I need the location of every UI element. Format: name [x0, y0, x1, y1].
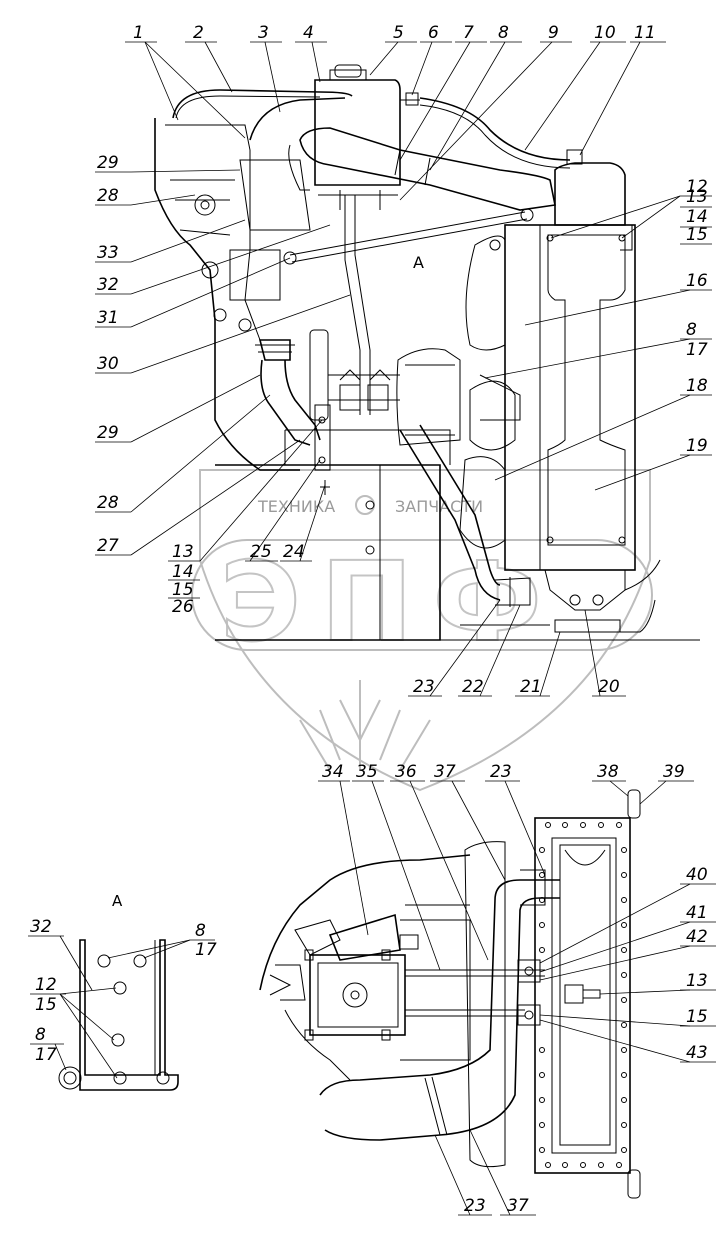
bottom-view-callouts: 34 35 36 37 23 38 39 40 41 42 13 15 [318, 762, 716, 1216]
frame-bracket [215, 404, 700, 641]
callout-15-inset: 15 [35, 995, 57, 1015]
top-callouts: 1 2 3 4 5 6 7 8 9 10 [125, 23, 666, 201]
callout-27: 27 [97, 536, 119, 556]
upper-hoses [172, 89, 571, 415]
callout-15-right: 15 [686, 225, 708, 245]
callout-17-inset-bottom: 17 [35, 1045, 57, 1065]
callout-13-mid: 13 [172, 542, 194, 562]
engine-block [154, 118, 311, 471]
callout-32: 32 [97, 275, 119, 295]
bolt-row-top [545, 822, 622, 828]
callout-28-lower: 28 [97, 493, 119, 513]
callout-12-inset: 12 [35, 975, 57, 995]
callout-37-top: 37 [434, 762, 456, 782]
callout-23-mid: 23 [413, 677, 435, 697]
callout-15-bottom: 15 [686, 1007, 708, 1027]
expansion-tank [314, 64, 420, 210]
right-callouts: 12 13 14 15 16 8 17 18 19 [484, 177, 712, 491]
callout-28-upper: 28 [97, 186, 119, 206]
callout-38: 38 [597, 762, 619, 782]
callout-5: 5 [393, 23, 404, 43]
radiator-upper [504, 149, 661, 633]
callout-16: 16 [686, 271, 708, 291]
callout-13-bottom: 13 [686, 971, 708, 991]
inset-view-a: A 32 8 17 12 15 8 17 [28, 892, 217, 1091]
callout-9: 9 [548, 23, 559, 43]
callout-34: 34 [322, 762, 344, 782]
callout-41: 41 [686, 903, 708, 923]
bolt-row-bottom [545, 1162, 622, 1168]
callout-8-inset-top: 8 [195, 921, 206, 941]
callout-12-right: 12 [686, 177, 708, 197]
callout-8-top: 8 [498, 23, 509, 43]
pump-and-pulley [309, 329, 461, 446]
middle-callouts: 13 14 15 26 25 24 23 22 21 20 [168, 419, 626, 697]
callout-8-inset-bottom: 8 [35, 1025, 46, 1045]
callout-31: 31 [97, 308, 119, 328]
callout-35: 35 [356, 762, 378, 782]
callout-24: 24 [283, 542, 305, 562]
callout-11: 11 [634, 23, 656, 43]
wheat-icon [299, 680, 431, 771]
callout-6: 6 [428, 23, 439, 43]
watermark-logo-letters: ЭПФ [220, 538, 562, 666]
callout-21: 21 [520, 677, 542, 697]
callout-29-upper: 29 [97, 153, 119, 173]
callout-20: 20 [598, 677, 620, 697]
callout-32-inset: 32 [30, 917, 52, 937]
callout-39: 39 [663, 762, 685, 782]
callout-3: 3 [258, 23, 269, 43]
callout-14-mid: 14 [172, 562, 194, 582]
callout-2: 2 [193, 23, 204, 43]
callout-14-right: 14 [686, 207, 708, 227]
view-label-a: A [413, 253, 424, 272]
left-callouts: 29 28 33 32 31 30 29 28 27 [95, 153, 351, 556]
callout-17-inset-top: 17 [195, 940, 217, 960]
callout-22: 22 [462, 677, 484, 697]
callout-7: 7 [463, 23, 474, 43]
watermark-text-left: ТЕХНИКА [257, 497, 335, 516]
bolt-column-right [621, 847, 627, 1153]
tie-rod [283, 208, 534, 265]
callout-42: 42 [686, 927, 708, 947]
callout-23-bottom: 23 [464, 1196, 486, 1216]
callout-30: 30 [97, 354, 119, 374]
callout-43: 43 [686, 1043, 708, 1063]
callout-29-lower: 29 [97, 423, 119, 443]
callout-37-bottom: 37 [507, 1196, 529, 1216]
callout-17-right: 17 [686, 340, 708, 360]
callout-19: 19 [686, 436, 708, 456]
callout-13-right: 13 [686, 187, 708, 207]
callout-1: 1 [133, 23, 144, 43]
callout-33: 33 [97, 243, 119, 263]
callout-40: 40 [686, 865, 708, 885]
callout-8-right: 8 [686, 320, 697, 340]
callout-36: 36 [395, 762, 417, 782]
callout-26: 26 [172, 597, 194, 617]
callout-4: 4 [303, 23, 314, 43]
bottom-view-assembly [259, 789, 641, 1199]
callout-23-top: 23 [490, 762, 512, 782]
callout-18: 18 [686, 376, 708, 396]
callout-25: 25 [250, 542, 272, 562]
fan [459, 235, 521, 549]
callout-15-mid: 15 [172, 580, 194, 600]
lower-hoses [255, 339, 531, 607]
gear-icon [355, 495, 375, 515]
inset-view-label: A [112, 892, 123, 910]
bolt-column-left [539, 847, 545, 1153]
callout-10: 10 [594, 23, 616, 43]
